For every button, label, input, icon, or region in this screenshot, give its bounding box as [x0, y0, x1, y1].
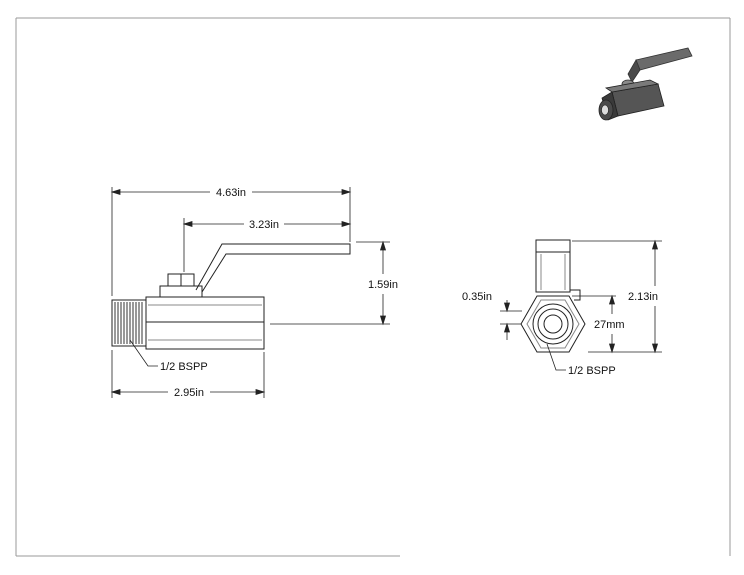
handle-length-label: 3.23in [249, 219, 279, 231]
overall-height-label: 2.13in [628, 291, 658, 303]
end-view-dimensions [500, 239, 662, 371]
offset-label: 0.35in [462, 291, 492, 303]
hex-size-label: 27mm [594, 319, 625, 331]
height-label: 1.59in [368, 279, 398, 291]
end-thread-callout: 1/2 BSPP [568, 365, 616, 377]
sheet-border [15, 17, 731, 557]
overall-length-label: 4.63in [216, 187, 246, 199]
side-thread-callout: 1/2 BSPP [160, 361, 208, 373]
thread-pattern [114, 302, 143, 344]
valve-3d-preview [598, 47, 693, 121]
side-view-dimensions [110, 187, 390, 398]
body-length-label: 2.95in [174, 387, 204, 399]
end-view-valve [520, 239, 586, 353]
side-view-valve [111, 243, 351, 350]
